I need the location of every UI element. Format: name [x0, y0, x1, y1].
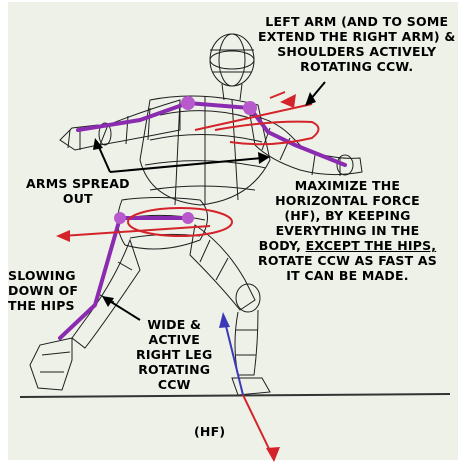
arms-label-line-1: ARMS SPREAD	[26, 176, 130, 191]
shoulder-rotation-arrow-line	[194, 103, 313, 131]
force-label-line-4: EVERYTHING IN THE	[275, 223, 420, 238]
arms-pointer-right-head	[258, 152, 270, 164]
leg-pointer-line	[107, 299, 141, 321]
right-hip-joint	[182, 212, 194, 224]
ground-reaction-arrow-line	[242, 394, 273, 456]
hf-label: (HF)	[194, 424, 226, 439]
shoulder-pointer-head	[305, 92, 316, 106]
hip-label-line-2: DOWN OF	[8, 283, 79, 298]
front-leg-wireframe	[189, 224, 271, 396]
force-label-line-5: BODY, EXCEPT THE HIPS,	[258, 238, 437, 253]
right-shoulder-joint	[243, 101, 257, 115]
rear-leg-skeleton-line	[58, 216, 122, 340]
shoulder-label-line-4: ROTATING CCW.	[300, 59, 414, 74]
hip-rotation-ellipse	[127, 207, 233, 237]
force-label-line-5-underlined: EXCEPT THE HIPS,	[305, 238, 437, 253]
shoulder-rotation-arrowhead-line	[269, 91, 286, 99]
shoulder-rotation-ellipse	[214, 120, 320, 146]
arms-pointer-left-head	[93, 138, 103, 150]
right-leg-label: WIDE & ACTIVE RIGHT LEG ROTATING CCW	[136, 317, 212, 392]
shoulder-label-line-2: EXTEND THE RIGHT ARM) &	[258, 29, 456, 44]
force-label-line-7: IT CAN BE MADE.	[286, 268, 409, 283]
hf-force-line	[224, 321, 244, 396]
torso-wireframe	[139, 95, 271, 206]
hips-wireframe	[117, 197, 208, 250]
horizontal-force-label: MAXIMIZE THE HORIZONTAL FORCE (HF), BY K…	[258, 178, 437, 283]
rotation-arrows	[61, 91, 320, 456]
hip-arrow-line	[61, 225, 211, 237]
leg-label-line-4: ROTATING	[138, 362, 211, 377]
figure-panel	[8, 2, 458, 460]
leg-label-line-1: WIDE &	[147, 317, 202, 332]
rear-leg-wireframe	[29, 238, 141, 391]
shoulder-label-line-3: SHOULDERS ACTIVELY	[277, 44, 437, 59]
shoulder-label-line-1: LEFT ARM (AND TO SOME	[265, 14, 449, 29]
left-hip-joint	[114, 212, 126, 224]
head-wireframe	[209, 33, 255, 101]
ground-arrowhead	[266, 447, 280, 462]
arms-label-line-2: OUT	[62, 191, 93, 206]
force-label-line-1: MAXIMIZE THE	[294, 178, 401, 193]
arm-skeleton-line	[76, 100, 347, 167]
right-arm-wireframe	[249, 114, 363, 176]
leg-label-line-5: CCW	[157, 377, 191, 392]
arrowheads-red	[56, 94, 296, 462]
ground-line	[19, 393, 451, 398]
force-label-line-3: (HF), BY KEEPING	[284, 208, 411, 223]
left-shoulder-joint	[181, 96, 195, 110]
hip-label-line-1: SLOWING	[8, 268, 76, 283]
skeleton-joints	[114, 96, 257, 224]
hf-force-arrowhead	[219, 312, 230, 328]
hip-label-line-3: THE HIPS	[8, 298, 75, 313]
arms-spread-label: ARMS SPREAD OUT	[26, 176, 130, 206]
leg-label-line-3: RIGHT LEG	[136, 347, 213, 362]
force-label-line-6: ROTATE CCW AS FAST AS	[258, 253, 437, 268]
hip-arrowhead	[56, 230, 70, 242]
leg-pointer-head	[102, 296, 114, 307]
arms-pointer-right-line	[109, 157, 263, 173]
force-label-line-5-plain: BODY,	[258, 238, 306, 253]
arms-pointer-left-line	[97, 144, 111, 173]
shoulder-rotation-label: LEFT ARM (AND TO SOME EXTEND THE RIGHT A…	[258, 14, 456, 74]
force-label-line-2: HORIZONTAL FORCE	[275, 193, 420, 208]
shoulder-arrowhead	[280, 94, 296, 108]
hip-slowing-label: SLOWING DOWN OF THE HIPS	[8, 268, 78, 313]
leg-label-line-2: ACTIVE	[148, 332, 200, 347]
pointer-arrowheads	[93, 92, 316, 307]
